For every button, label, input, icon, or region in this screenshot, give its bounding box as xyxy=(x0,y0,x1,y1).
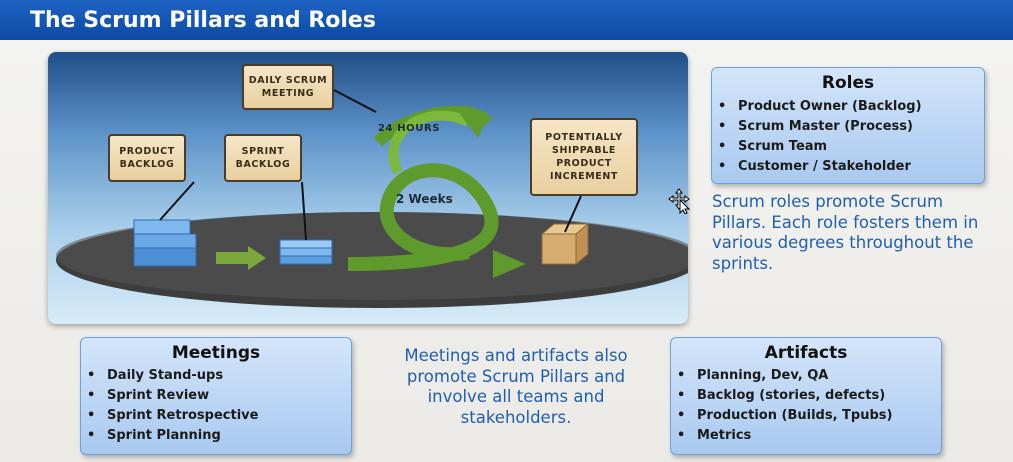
increment-tag: Potentially Shippable Product Increment xyxy=(530,118,638,196)
list-item: Backlog (stories, defects) xyxy=(671,386,941,406)
roles-list: Product Owner (Backlog) Scrum Master (Pr… xyxy=(712,97,984,177)
artifacts-card: Artifacts Planning, Dev, QA Backlog (sto… xyxy=(670,337,942,455)
middle-note: Meetings and artifacts also promote Scru… xyxy=(404,346,628,427)
sprint-backlog-stack xyxy=(279,239,333,265)
list-item: Scrum Team xyxy=(712,137,984,157)
product-box xyxy=(540,222,590,266)
list-item: Daily Stand-ups xyxy=(81,366,351,386)
list-item: Sprint Review xyxy=(81,386,351,406)
artifacts-heading: Artifacts xyxy=(764,343,848,363)
meetings-heading: Meetings xyxy=(171,343,261,363)
list-item: Production (Builds, Tpubs) xyxy=(671,406,941,426)
list-item: Scrum Master (Process) xyxy=(712,117,984,137)
meetings-list: Daily Stand-ups Sprint Review Sprint Ret… xyxy=(81,366,351,446)
weeks-label: 2 Weeks xyxy=(396,192,453,206)
artifacts-list: Planning, Dev, QA Backlog (stories, defe… xyxy=(671,366,941,446)
roles-card: Roles Product Owner (Backlog) Scrum Mast… xyxy=(711,67,985,184)
meetings-card: Meetings Daily Stand-ups Sprint Review S… xyxy=(80,337,352,455)
list-item: Customer / Stakeholder xyxy=(712,157,984,177)
flow-arrow-1 xyxy=(216,246,266,270)
product-backlog-stack xyxy=(133,219,197,267)
sprint-backlog-tag: Sprint Backlog xyxy=(224,134,302,182)
list-item: Metrics xyxy=(671,426,941,446)
product-backlog-tag: Product Backlog xyxy=(108,134,186,182)
list-item: Planning, Dev, QA xyxy=(671,366,941,386)
list-item: Product Owner (Backlog) xyxy=(712,97,984,117)
list-item: Sprint Retrospective xyxy=(81,406,351,426)
scrum-process-diagram: Daily Scrum Meeting Product Backlog Spri… xyxy=(48,52,688,324)
daily-scrum-tag: Daily Scrum Meeting xyxy=(242,64,334,110)
list-item: Sprint Planning xyxy=(81,426,351,446)
roles-heading: Roles xyxy=(821,73,875,93)
roles-note: Scrum roles promote Scrum Pillars. Each … xyxy=(712,192,979,273)
sprint-loop-arrow xyxy=(347,105,526,278)
move-cursor-icon xyxy=(668,188,691,219)
slide-title: The Scrum Pillars and Roles xyxy=(0,0,1013,40)
hours-label: 24 Hours xyxy=(378,123,441,134)
diagram-graphic xyxy=(56,89,688,308)
